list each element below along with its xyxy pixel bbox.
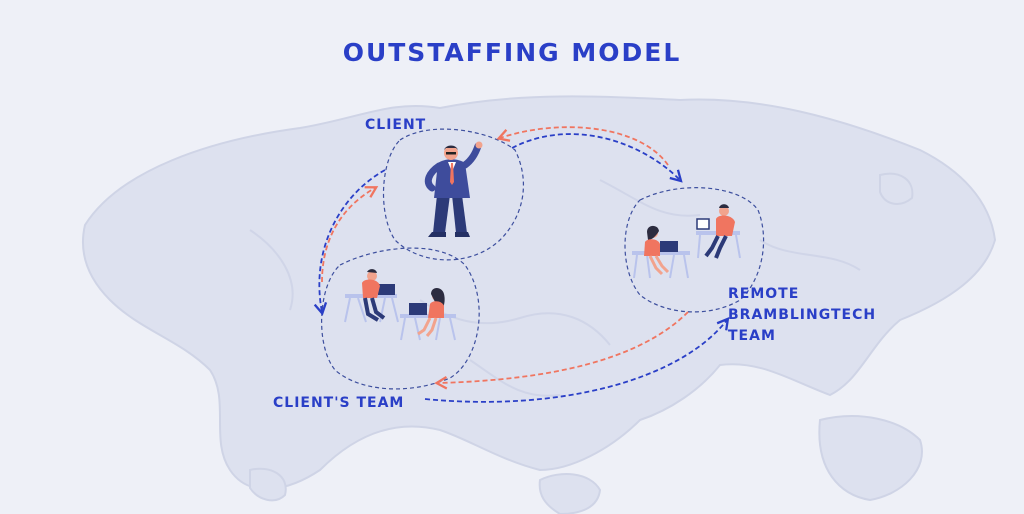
remote-team-label: REMOTE BRAMBLINGTECH TEAM	[728, 284, 928, 347]
arrow-remote-to-client	[496, 126, 669, 166]
team-member-man-illustration	[344, 269, 399, 323]
remote-team-label-line-2: BRAMBLINGTECH	[728, 307, 877, 323]
remote-member-man-illustration	[696, 204, 741, 259]
client-businessman-illustration	[424, 141, 483, 237]
client-group-outline	[382, 128, 525, 261]
team-member-woman-illustration	[400, 288, 456, 341]
remote-member-woman-illustration	[632, 225, 690, 279]
arrow-client-to-team	[313, 169, 386, 316]
page-title: OUTSTAFFING MODEL	[342, 38, 682, 67]
remote-team-label-line-3: TEAM	[728, 328, 776, 344]
client-label: CLIENT	[365, 117, 427, 133]
arrow-remote-to-team	[434, 311, 689, 390]
arrow-team-to-client	[321, 186, 379, 283]
clients-team-label: CLIENT'S TEAM	[273, 395, 405, 411]
arrow-team-to-remote	[424, 317, 730, 403]
remote-team-group-outline	[624, 187, 765, 313]
arrow-client-to-remote	[511, 133, 683, 183]
world-map-background	[81, 95, 997, 514]
remote-team-label-line-1: REMOTE	[728, 286, 800, 302]
